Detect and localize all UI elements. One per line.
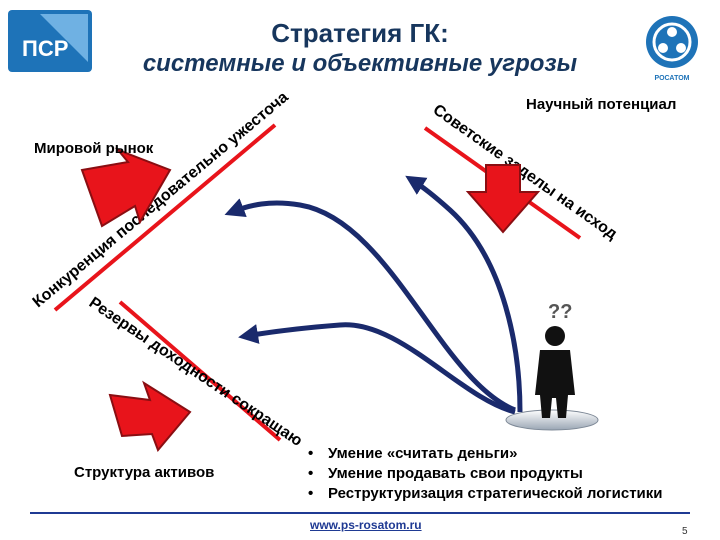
bullet-text: Умение продавать свои продукты bbox=[328, 465, 583, 482]
list-item: • Умение продавать свои продукты bbox=[308, 464, 663, 484]
page-number: 5 bbox=[682, 526, 688, 537]
list-item: • Умение «считать деньги» bbox=[308, 444, 663, 464]
bullet-marker: • bbox=[308, 465, 314, 482]
assets-label: Структура активов bbox=[74, 464, 215, 481]
blue-arrow-to-assets bbox=[238, 322, 516, 415]
science-label: Научный потенциал bbox=[526, 96, 677, 113]
page-title: Стратегия ГК: bbox=[271, 18, 449, 48]
blue-arrow-to-science bbox=[405, 175, 523, 413]
list-item: • Реструктуризация стратегической логисти… bbox=[308, 484, 663, 504]
psr-logo-text: ПСР bbox=[22, 36, 68, 61]
bullet-text: Реструктуризация стратегической логистик… bbox=[328, 485, 663, 502]
assets-arrow bbox=[108, 380, 192, 452]
world-market-arrow bbox=[80, 147, 172, 228]
bullet-marker: • bbox=[308, 445, 314, 462]
footer-divider bbox=[30, 512, 690, 514]
page-subtitle: системные и объективные угрозы bbox=[142, 50, 578, 77]
reserves-threat-line bbox=[118, 300, 282, 442]
thinking-person-icon: ?? bbox=[505, 301, 599, 431]
bullet-marker: • bbox=[308, 485, 314, 502]
bullet-list: • Умение «считать деньги» • Умение продава… bbox=[308, 444, 663, 504]
rosatom-logo: РОСАТОМ bbox=[646, 16, 698, 82]
competition-threat-line bbox=[53, 123, 277, 312]
psr-logo: ПСР bbox=[8, 10, 92, 72]
footer-website-link[interactable]: www.ps-rosatom.ru bbox=[310, 518, 422, 532]
blue-arrow-to-market bbox=[224, 198, 516, 413]
question-marks: ?? bbox=[548, 301, 572, 323]
rosatom-logo-text: РОСАТОМ bbox=[655, 75, 690, 82]
world-market-label: Мировой рынок bbox=[34, 140, 154, 157]
science-arrow bbox=[465, 164, 541, 234]
bullet-text: Умение «считать деньги» bbox=[328, 445, 518, 462]
